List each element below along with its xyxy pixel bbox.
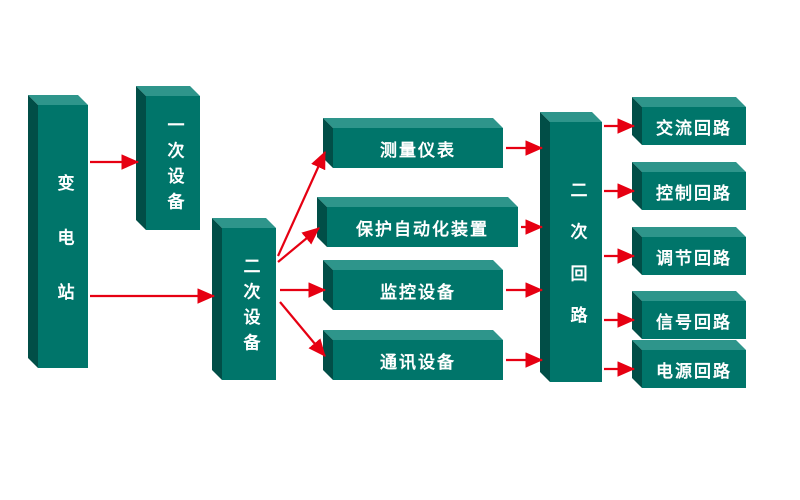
node-power-circuit-label: 电源回路 [656, 361, 732, 382]
node-communication-equipment-label: 通讯设备 [380, 352, 456, 373]
node-measuring-instruments-label: 测量仪表 [380, 140, 456, 161]
node-primary-equipment-label: 一次设备 [163, 116, 184, 219]
node-control-circuit: 控制回路 [642, 172, 746, 210]
node-measuring-instruments: 测量仪表 [333, 128, 503, 168]
node-secondary-equipment-label: 二次设备 [239, 257, 260, 360]
node-monitoring-equipment-label: 监控设备 [380, 282, 456, 303]
node-control-circuit-label: 控制回路 [656, 183, 732, 204]
node-secondary-equipment: 二次设备 [222, 228, 276, 380]
arrow-secondary-communication [279, 301, 326, 357]
node-protection-automation: 保护自动化装置 [327, 207, 518, 247]
node-regulation-circuit-label: 调节回路 [656, 248, 732, 269]
node-regulation-circuit: 调节回路 [642, 237, 746, 275]
node-secondary-circuit-label: 二次回路 [566, 181, 587, 348]
arrow-secondary-protection [277, 227, 320, 263]
node-communication-equipment: 通讯设备 [333, 340, 503, 380]
node-primary-equipment: 一次设备 [146, 96, 200, 230]
node-protection-automation-label: 保护自动化装置 [356, 219, 489, 240]
node-monitoring-equipment: 监控设备 [333, 270, 503, 310]
node-ac-circuit-label: 交流回路 [656, 118, 732, 139]
node-signal-circuit: 信号回路 [642, 301, 746, 339]
node-signal-circuit-label: 信号回路 [656, 312, 732, 333]
node-substation: 变电站 [38, 105, 88, 368]
node-secondary-circuit: 二次回路 [550, 122, 602, 382]
node-ac-circuit: 交流回路 [642, 107, 746, 145]
node-substation-label: 变电站 [53, 173, 74, 337]
node-power-circuit: 电源回路 [642, 350, 746, 388]
